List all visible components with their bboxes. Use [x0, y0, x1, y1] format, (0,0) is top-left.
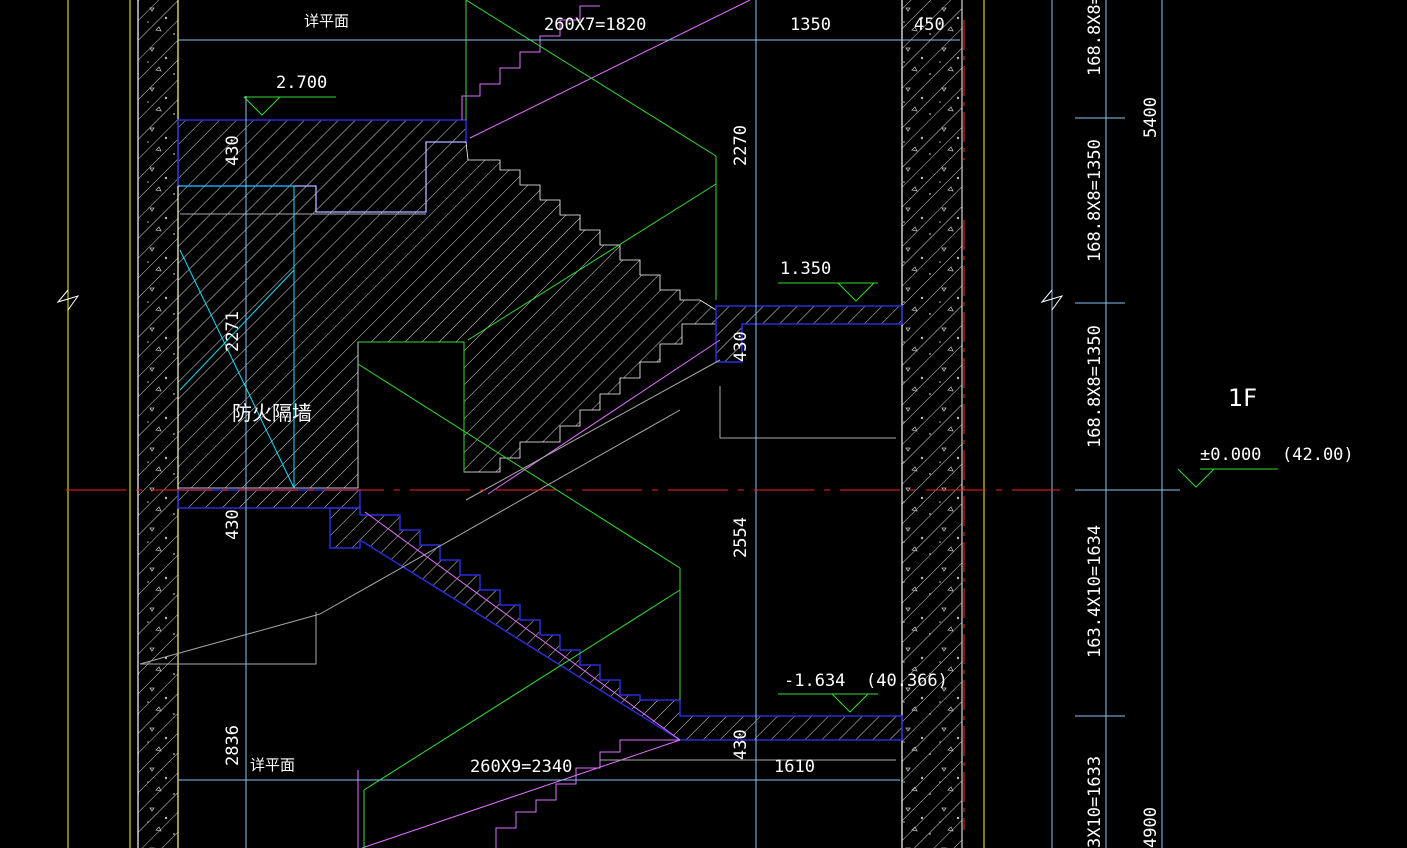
stair-section [177, 119, 903, 741]
landing-thickness-4: 430 [731, 729, 751, 760]
dimension-lines [178, 0, 1180, 848]
landing-thickness-1: 430 [223, 135, 243, 166]
bottom-run-dimension: 260X9=2340 [470, 757, 572, 777]
guide-lines [244, 0, 1278, 848]
riser-dimension-1: 168.8X8=1 [1085, 0, 1105, 76]
level-zero: ±0.000 [1200, 445, 1261, 465]
opening-height-left: 2271 [223, 311, 243, 352]
level-middle: 1.350 [780, 259, 831, 279]
riser-dimension-5: 3X10=1633 [1085, 756, 1105, 848]
landing-thickness-3: 430 [223, 509, 243, 540]
riser-dimension-2: 168.8X8=1350 [1085, 139, 1105, 262]
annotations: 详平面 260X7=1820 1350 450 2.700 1.350 ±0.0… [223, 0, 1354, 848]
top-right-dimension-2: 450 [914, 15, 945, 35]
left-wall [137, 0, 179, 848]
detail-plan-label-top: 详平面 [304, 12, 349, 30]
cyan-lines [179, 185, 295, 489]
total-height-upper: 5400 [1141, 97, 1161, 138]
top-run-dimension: 260X7=1820 [544, 15, 646, 35]
outer-border-lines [56, 0, 985, 848]
level-lower-absolute: (40.366) [866, 671, 948, 691]
landing-thickness-2: 430 [731, 331, 751, 362]
detail-plan-label-bottom: 详平面 [250, 756, 295, 774]
top-right-dimension-1: 1350 [790, 15, 831, 35]
left-bottom-dimension: 2836 [223, 725, 243, 766]
grey-outlines [139, 213, 896, 761]
clear-height-lower: 2554 [731, 517, 751, 558]
level-upper: 2.700 [276, 73, 327, 93]
clear-height-upper: 2270 [731, 125, 751, 166]
riser-dimension-3: 168.8X8=1350 [1085, 325, 1105, 448]
firewall-label: 防火隔墙 [232, 401, 312, 425]
stair-edge-lines [357, 0, 751, 848]
level-markers [243, 96, 1215, 713]
floor-label: 1F [1228, 384, 1257, 412]
bottom-right-dimension: 1610 [774, 757, 815, 777]
right-wall [901, 0, 965, 848]
level-zero-absolute: (42.00) [1282, 445, 1354, 465]
level-lower: -1.634 [784, 671, 845, 691]
total-height-lower: 4900 [1141, 807, 1161, 848]
riser-dimension-4: 163.4X10=1634 [1085, 525, 1105, 658]
